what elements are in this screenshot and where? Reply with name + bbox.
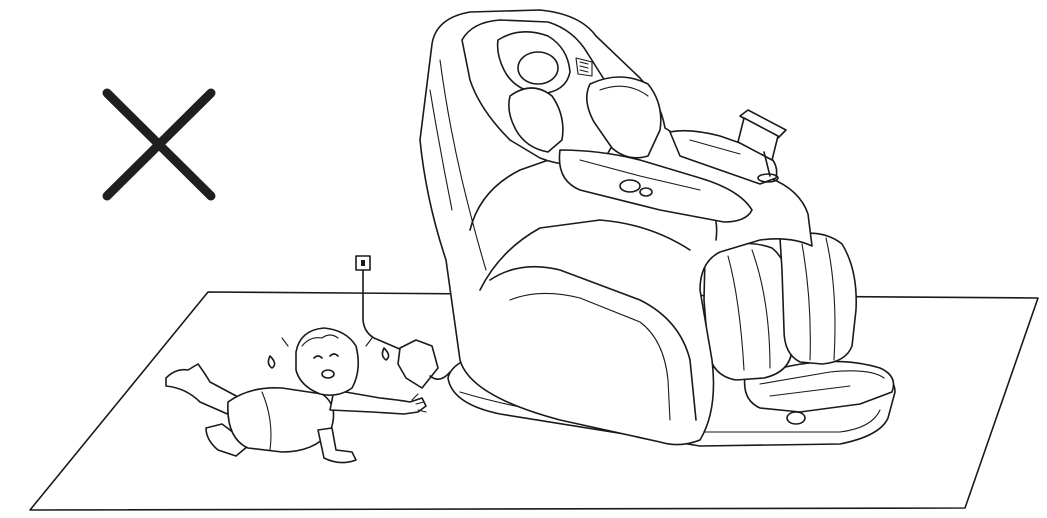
power-outlet-icon [355,255,403,351]
crawling-child-icon [165,327,427,464]
prohibition-cross-icon [102,88,216,201]
controller-pendant-icon [397,339,451,389]
massage-chair-icon [419,9,896,447]
remote-tablet-icon [737,109,787,183]
